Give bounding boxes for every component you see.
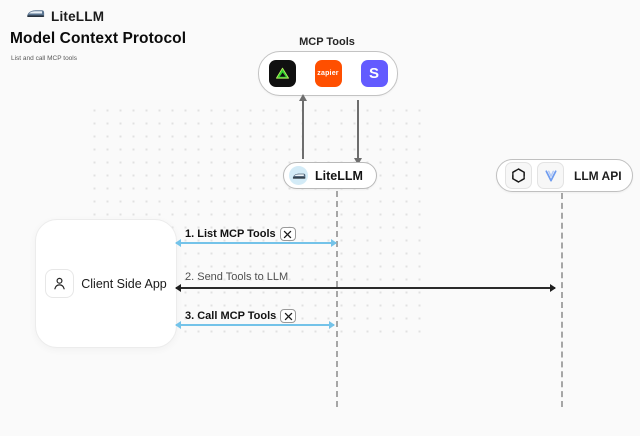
crossed-tools-icon <box>280 309 297 323</box>
stripe-logo-icon: S <box>360 60 388 87</box>
llm-api-node-label: LLM API <box>574 168 622 183</box>
litellm-lifeline <box>336 191 338 407</box>
crossed-tools-icon <box>279 227 296 241</box>
litellm-train-icon <box>26 7 45 25</box>
arrow-list-mcp-tools <box>175 239 337 247</box>
page-title: Model Context Protocol <box>10 30 187 47</box>
message-3-label: 3. Call MCP Tools <box>185 309 297 323</box>
message-1-label: 1. List MCP Tools <box>185 227 296 241</box>
litellm-icon <box>289 166 308 185</box>
openai-logo-icon <box>505 162 532 189</box>
arrow-mcp-to-litellm <box>354 100 362 165</box>
mcp-tools-label: MCP Tools <box>299 36 355 48</box>
llm-api-lifeline <box>561 193 563 407</box>
stripe-logo-text: S <box>368 65 379 82</box>
litellm-node: LiteLLM <box>283 162 377 189</box>
client-side-app-label: Client Side App <box>81 276 167 291</box>
client-side-app-node: Client Side App <box>35 219 177 348</box>
arrow-call-mcp-tools <box>175 321 335 329</box>
llm-api-node: LLM API <box>496 159 633 192</box>
arrow-send-tools-to-llm <box>175 284 556 292</box>
green-triangle-logo-icon <box>268 60 296 87</box>
blue-v-provider-icon <box>537 162 564 189</box>
zapier-logo-icon: zapier <box>314 60 342 87</box>
arrow-litellm-to-mcp <box>299 94 307 159</box>
litellm-node-label: LiteLLM <box>315 168 363 183</box>
zapier-logo-text: zapier <box>317 70 339 77</box>
mcp-tools-node: zapier S <box>258 51 398 96</box>
brand: LiteLLM <box>26 7 104 25</box>
page-subtitle: List and call MCP tools <box>11 55 77 62</box>
message-2-label: 2. Send Tools to LLM <box>185 271 289 283</box>
person-icon <box>45 269 75 298</box>
brand-name: LiteLLM <box>51 8 105 24</box>
